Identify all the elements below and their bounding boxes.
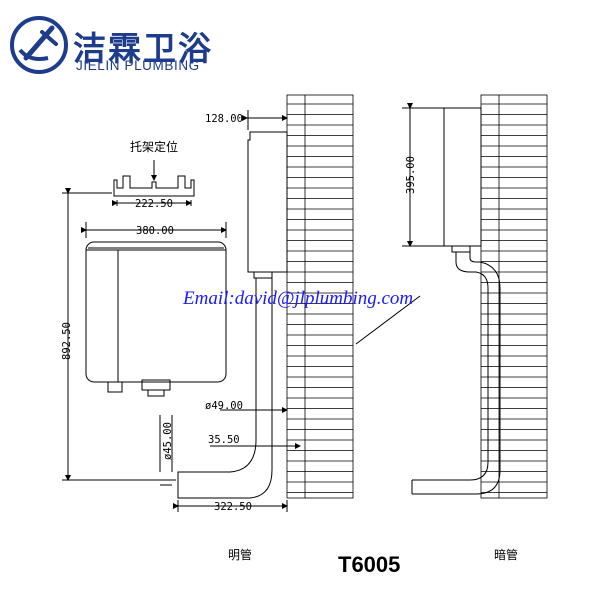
exposed-pipe-caption: 明管 bbox=[228, 548, 253, 562]
pipe-diameter-side: ø49.00 bbox=[205, 400, 243, 412]
total-height-dimension: 892.50 bbox=[61, 322, 73, 360]
tank-width-dimension: 380.00 bbox=[136, 225, 174, 237]
model-number: T6005 bbox=[338, 552, 401, 577]
offset-bottom-dimension: 322.50 bbox=[214, 501, 252, 513]
concealed-tank-height-dimension: 395.00 bbox=[405, 156, 417, 194]
brand-name-en: JIELIN PLUMBING bbox=[76, 58, 200, 73]
tank-front-view bbox=[85, 241, 227, 397]
pipe-wall-gap-dimension: 35.50 bbox=[208, 434, 240, 446]
tank-wall-gap-dimension: 128.00 bbox=[205, 113, 243, 125]
email-watermark: Email:david@jlplumbing.com bbox=[183, 288, 414, 309]
concealed-pipe-caption: 暗管 bbox=[494, 548, 519, 562]
wall-left-bricks bbox=[287, 103, 353, 493]
wall-right-bricks bbox=[481, 103, 547, 493]
bracket-front-view bbox=[113, 175, 195, 197]
jielin-logo-icon bbox=[10, 16, 68, 74]
brand-name-cn: 洁霖卫浴 bbox=[73, 29, 213, 68]
wall-left bbox=[286, 94, 354, 499]
bracket-width-dimension: 222.50 bbox=[135, 198, 173, 210]
tank-side-view bbox=[177, 131, 288, 499]
bracket-label: 托架定位 bbox=[130, 139, 178, 154]
wall-right bbox=[480, 94, 548, 499]
concealed-tank-side-view bbox=[411, 107, 501, 495]
pipe-diameter-front: ø45.00 bbox=[162, 422, 174, 460]
